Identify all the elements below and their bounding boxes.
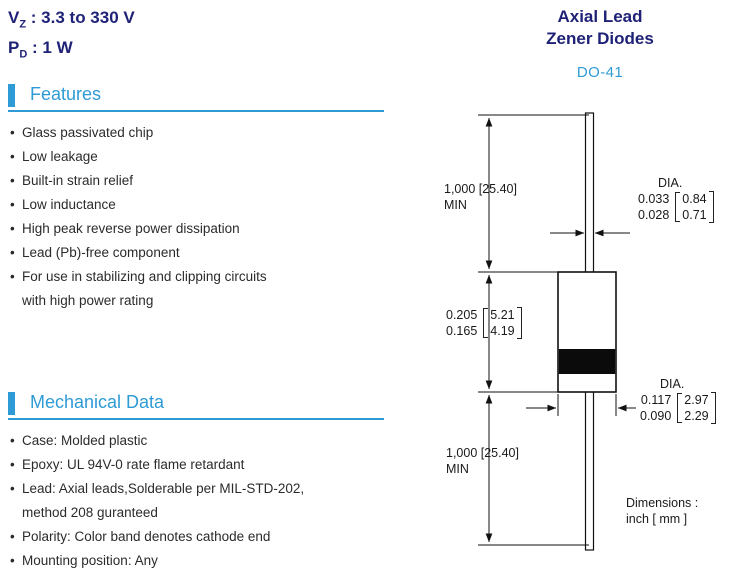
- body-dia-mm-max: 2.97: [684, 393, 709, 407]
- lead-dia-inch-max: 0.033: [638, 192, 670, 206]
- top-lead-length-label: 1,000 [25.40] MIN: [444, 181, 517, 213]
- pd-symbol: P: [8, 38, 20, 58]
- mechanical-data-section: Mechanical Data Case: Molded plastic Epo…: [8, 390, 384, 573]
- do41-drawing-svg: [478, 112, 636, 551]
- right-bracket: [710, 392, 716, 424]
- ratings-summary: VZ : 3.3 to 330 V PD : 1 W: [8, 6, 135, 67]
- dimensions-note-line2: inch [ mm ]: [626, 512, 688, 526]
- left-bracket: [677, 393, 683, 423]
- mechanical-item-line1: Lead: Axial leads,Solderable per MIL-STD…: [22, 481, 305, 496]
- lead-dia-mm-min: 0.71: [682, 208, 707, 222]
- mechanical-item: Lead: Axial leads,Solderable per MIL-STD…: [8, 477, 384, 525]
- feature-item-line1: For use in stabilizing and clipping circ…: [22, 269, 267, 284]
- right-bracket: [516, 307, 522, 339]
- features-title: Features: [30, 84, 102, 104]
- mechanical-data-title: Mechanical Data: [30, 392, 165, 412]
- pd-subscript: D: [19, 48, 28, 61]
- bottom-lead-length-label: 1,000 [25.40] MIN: [446, 445, 519, 477]
- mechanical-item: Epoxy: UL 94V-0 rate flame retardant: [8, 453, 384, 477]
- right-bracket: [708, 191, 714, 223]
- top-lead-min: MIN: [444, 198, 467, 212]
- mechanical-item: Case: Molded plastic: [8, 429, 384, 453]
- mechanical-data-header: Mechanical Data: [8, 390, 384, 420]
- body-length-mm-min: 4.19: [490, 324, 515, 338]
- cathode-band: [558, 349, 616, 374]
- lead-diameter-label: DIA. 0.033 0.028 0.84 0.71: [636, 175, 714, 223]
- do41-package-drawing: 1,000 [25.40] MIN 0.205 0.165 5.21 4.19 …: [430, 95, 744, 573]
- vz-subscript: Z: [19, 18, 27, 31]
- lead-dia-mm-max: 0.84: [682, 192, 707, 206]
- feature-item: Built-in strain relief: [8, 169, 384, 193]
- title-line-1: Axial Lead: [557, 7, 643, 26]
- body-dia-mm-min: 2.29: [684, 409, 709, 423]
- body-length-inch-min: 0.165: [446, 324, 478, 338]
- features-list: Glass passivated chip Low leakage Built-…: [8, 121, 384, 313]
- bottom-lead-dim: 1,000 [25.40]: [446, 446, 519, 460]
- features-section: Features Glass passivated chip Low leaka…: [8, 82, 384, 313]
- package-name: DO-41: [576, 64, 624, 81]
- dimensions-note: Dimensions : inch [ mm ]: [626, 495, 698, 527]
- section-bar-icon: [8, 392, 15, 415]
- body-dia-word: DIA.: [660, 377, 685, 391]
- body-length-label: 0.205 0.165 5.21 4.19: [444, 307, 522, 339]
- top-lead-dim: 1,000 [25.40]: [444, 182, 517, 196]
- feature-item: Glass passivated chip: [8, 121, 384, 145]
- vz-value: : 3.3 to 330 V: [26, 8, 135, 27]
- vz-rating: VZ : 3.3 to 330 V: [8, 6, 135, 36]
- dimensions-note-line1: Dimensions :: [626, 496, 699, 510]
- left-bracket: [483, 308, 489, 338]
- lead-dia-inch-min: 0.028: [638, 208, 670, 222]
- lead-dia-word: DIA.: [658, 176, 683, 190]
- features-header: Features: [8, 82, 384, 112]
- mechanical-item-line2: method 208 guranteed: [22, 505, 158, 520]
- feature-item-line2: with high power rating: [22, 293, 154, 308]
- body-length-inch-max: 0.205: [446, 308, 478, 322]
- bottom-lead-min: MIN: [446, 462, 469, 476]
- mechanical-data-list: Case: Molded plastic Epoxy: UL 94V-0 rat…: [8, 429, 384, 573]
- vz-symbol: V: [8, 8, 20, 27]
- pd-value: : 1 W: [27, 38, 73, 58]
- title-line-2: Zener Diodes: [546, 29, 654, 48]
- body-dia-inch-max: 0.117: [640, 393, 672, 407]
- mechanical-item: Mounting position: Any: [8, 549, 384, 573]
- feature-item: Low inductance: [8, 193, 384, 217]
- body-length-mm-max: 5.21: [490, 308, 515, 322]
- section-bar-icon: [8, 84, 15, 107]
- mechanical-item: Polarity: Color band denotes cathode end: [8, 525, 384, 549]
- feature-item: For use in stabilizing and clipping circ…: [8, 265, 384, 313]
- body-diameter-label: DIA. 0.117 0.090 2.97 2.29: [638, 376, 716, 424]
- feature-item: Lead (Pb)-free component: [8, 241, 384, 265]
- body-dia-inch-min: 0.090: [640, 409, 672, 423]
- feature-item: Low leakage: [8, 145, 384, 169]
- left-bracket: [675, 192, 681, 222]
- feature-item: High peak reverse power dissipation: [8, 217, 384, 241]
- document-title: Axial Lead Zener Diodes: [470, 6, 730, 50]
- pd-rating: PD : 1 W: [8, 36, 135, 66]
